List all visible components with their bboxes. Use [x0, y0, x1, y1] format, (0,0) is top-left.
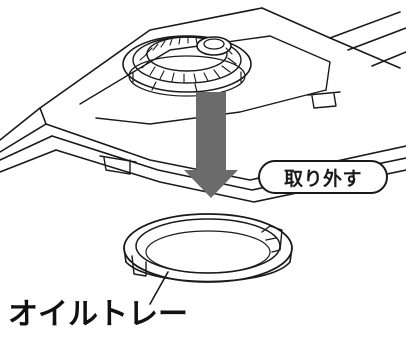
remove-callout: 取り外す [258, 160, 388, 194]
down-arrow-icon [184, 92, 238, 198]
panel-tab-left [99, 155, 137, 175]
top-inner-recess [79, 35, 331, 125]
oil-tray [123, 213, 293, 283]
remove-callout-label: 取り外す [283, 167, 362, 190]
oil-tray-label: オイルトレー [8, 297, 188, 332]
panel-tab-right [307, 91, 341, 109]
oil-tray-clip-right [261, 225, 283, 253]
label-leader-line [149, 271, 169, 305]
oil-tray-clip-left [131, 255, 147, 277]
burner-fins [139, 36, 237, 83]
